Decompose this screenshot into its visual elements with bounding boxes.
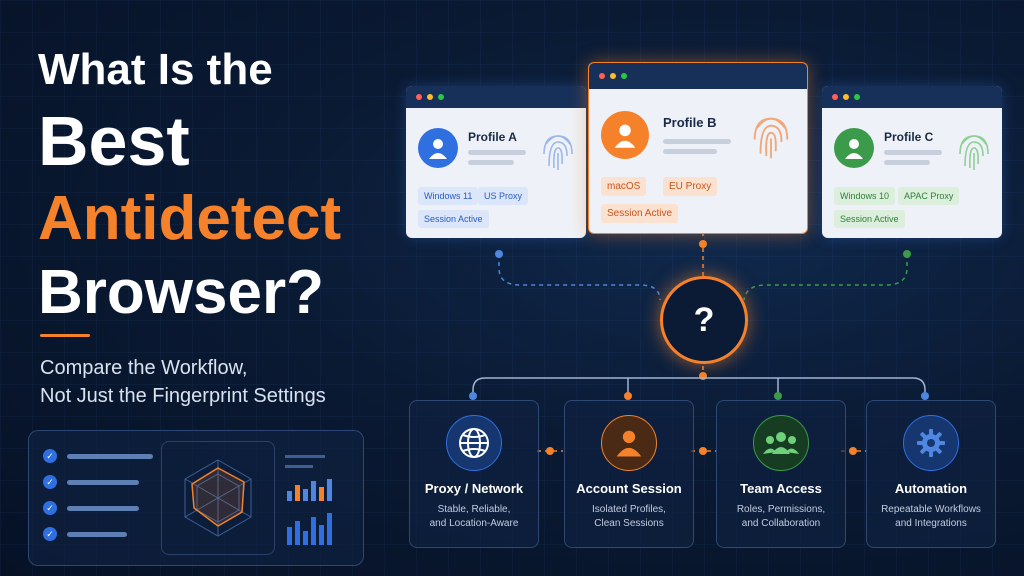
subtitle-line-2: Not Just the Fingerprint Settings: [40, 385, 326, 407]
proxy-tag: APAC Proxy: [898, 187, 960, 205]
profile-name: Profile A: [468, 130, 517, 144]
feature-title: Account Session: [576, 481, 682, 496]
headline-line-4: Browser?: [38, 258, 324, 327]
session-tag: Session Active: [834, 210, 905, 228]
feature-title: Team Access: [740, 481, 822, 496]
team-icon: [753, 415, 809, 471]
checklist-item: ✓: [43, 501, 139, 515]
window-titlebar: [589, 63, 807, 89]
proxy-tag: EU Proxy: [663, 177, 718, 196]
feature-description: Roles, Permissions,and Collaboration: [736, 504, 826, 529]
feature-description: Isolated Profiles,Clean Sessions: [592, 504, 666, 529]
os-tag: Windows 10: [834, 187, 896, 205]
profile-name: Profile B: [663, 115, 717, 130]
bar-chart-icon: [281, 441, 353, 553]
radar-chart-icon: [161, 441, 275, 555]
fingerprint-icon: [954, 126, 994, 179]
user-icon: [418, 128, 458, 168]
fingerprint-icon: [747, 107, 795, 168]
feature-card-proxy-network[interactable]: Proxy / Network Stable, Reliable,and Loc…: [409, 400, 539, 548]
session-tag: Session Active: [601, 204, 679, 223]
question-hub: ?: [660, 276, 748, 364]
check-icon: ✓: [43, 449, 57, 463]
profile-card-b[interactable]: Profile B macOS EU Proxy Session Active: [588, 62, 808, 234]
globe-icon: [446, 415, 502, 471]
accent-underline: [40, 334, 90, 337]
user-icon: [601, 415, 657, 471]
feature-title: Automation: [894, 481, 968, 496]
checklist-item: ✓: [43, 449, 153, 463]
os-tag: macOS: [601, 177, 647, 196]
user-icon: [834, 128, 874, 168]
subtitle: Compare the Workflow, Not Just the Finge…: [40, 354, 326, 410]
subtitle-line-1: Compare the Workflow,: [40, 357, 248, 379]
profile-card-a[interactable]: Profile A Windows 11 US Proxy Session Ac…: [406, 86, 586, 238]
profile-card-c[interactable]: Profile C Windows 10 APAC Proxy Session …: [822, 86, 1002, 238]
os-tag: Windows 11: [418, 187, 479, 205]
feature-description: Stable, Reliable,and Location-Aware: [429, 504, 519, 529]
headline-line-2: Best: [38, 102, 190, 180]
fingerprint-icon: [538, 126, 578, 179]
check-icon: ✓: [43, 475, 57, 489]
headline-line-1: What Is the: [38, 45, 273, 94]
headline: What Is the Best Antidetect Browser?: [38, 48, 341, 324]
window-titlebar: [406, 86, 586, 108]
profile-name: Profile C: [884, 130, 934, 144]
checklist-item: ✓: [43, 527, 127, 541]
session-tag: Session Active: [418, 210, 489, 228]
feature-card-team-access[interactable]: Team Access Roles, Permissions,and Colla…: [716, 400, 846, 548]
checklist-item: ✓: [43, 475, 139, 489]
headline-line-3: Antidetect: [38, 184, 342, 253]
window-titlebar: [822, 86, 1002, 108]
dashboard-mockup: ✓ ✓ ✓ ✓: [28, 430, 364, 566]
proxy-tag: US Proxy: [478, 187, 529, 205]
user-icon: [601, 111, 649, 159]
gear-icon: [903, 415, 959, 471]
feature-card-account-session[interactable]: Account Session Isolated Profiles,Clean …: [564, 400, 694, 548]
feature-title: Proxy / Network: [424, 481, 524, 496]
check-icon: ✓: [43, 501, 57, 515]
check-icon: ✓: [43, 527, 57, 541]
